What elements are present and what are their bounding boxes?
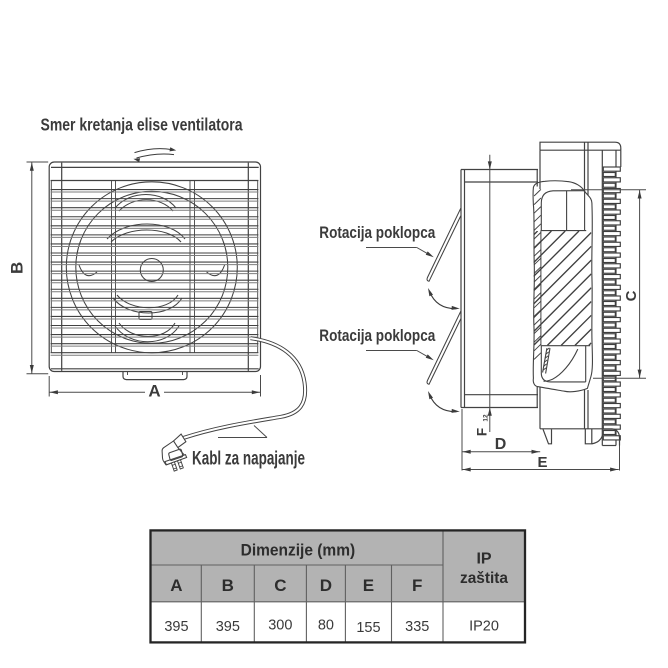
svg-text:D: D <box>320 576 332 595</box>
svg-text:E: E <box>537 454 547 471</box>
svg-text:IP20: IP20 <box>469 618 499 634</box>
svg-text:B: B <box>222 576 234 595</box>
svg-text:155: 155 <box>356 620 380 636</box>
svg-text:F: F <box>475 428 490 436</box>
svg-text:C: C <box>274 576 286 595</box>
svg-text:D: D <box>495 436 507 453</box>
svg-text:395: 395 <box>164 619 188 635</box>
svg-text:12: 12 <box>483 414 490 422</box>
svg-text:80: 80 <box>318 618 334 634</box>
svg-text:B: B <box>8 262 27 274</box>
svg-text:Dimenzije (mm): Dimenzije (mm) <box>241 541 356 560</box>
svg-text:Rotacija poklopca: Rotacija poklopca <box>319 223 435 242</box>
svg-text:Rotacija poklopca: Rotacija poklopca <box>319 326 435 345</box>
svg-text:C: C <box>623 290 640 301</box>
svg-text:A: A <box>148 382 160 401</box>
svg-text:A: A <box>170 576 182 595</box>
svg-text:Kabl za napajanje: Kabl za napajanje <box>192 449 305 470</box>
svg-text:IP: IP <box>476 551 491 568</box>
svg-text:zaštita: zaštita <box>460 570 508 587</box>
svg-text:300: 300 <box>268 618 292 634</box>
svg-text:Smer kretanja elise ventilator: Smer kretanja elise ventilatora <box>41 114 243 134</box>
svg-text:395: 395 <box>216 619 240 635</box>
svg-text:E: E <box>363 576 374 595</box>
svg-text:335: 335 <box>405 619 429 635</box>
svg-text:F: F <box>412 576 422 595</box>
